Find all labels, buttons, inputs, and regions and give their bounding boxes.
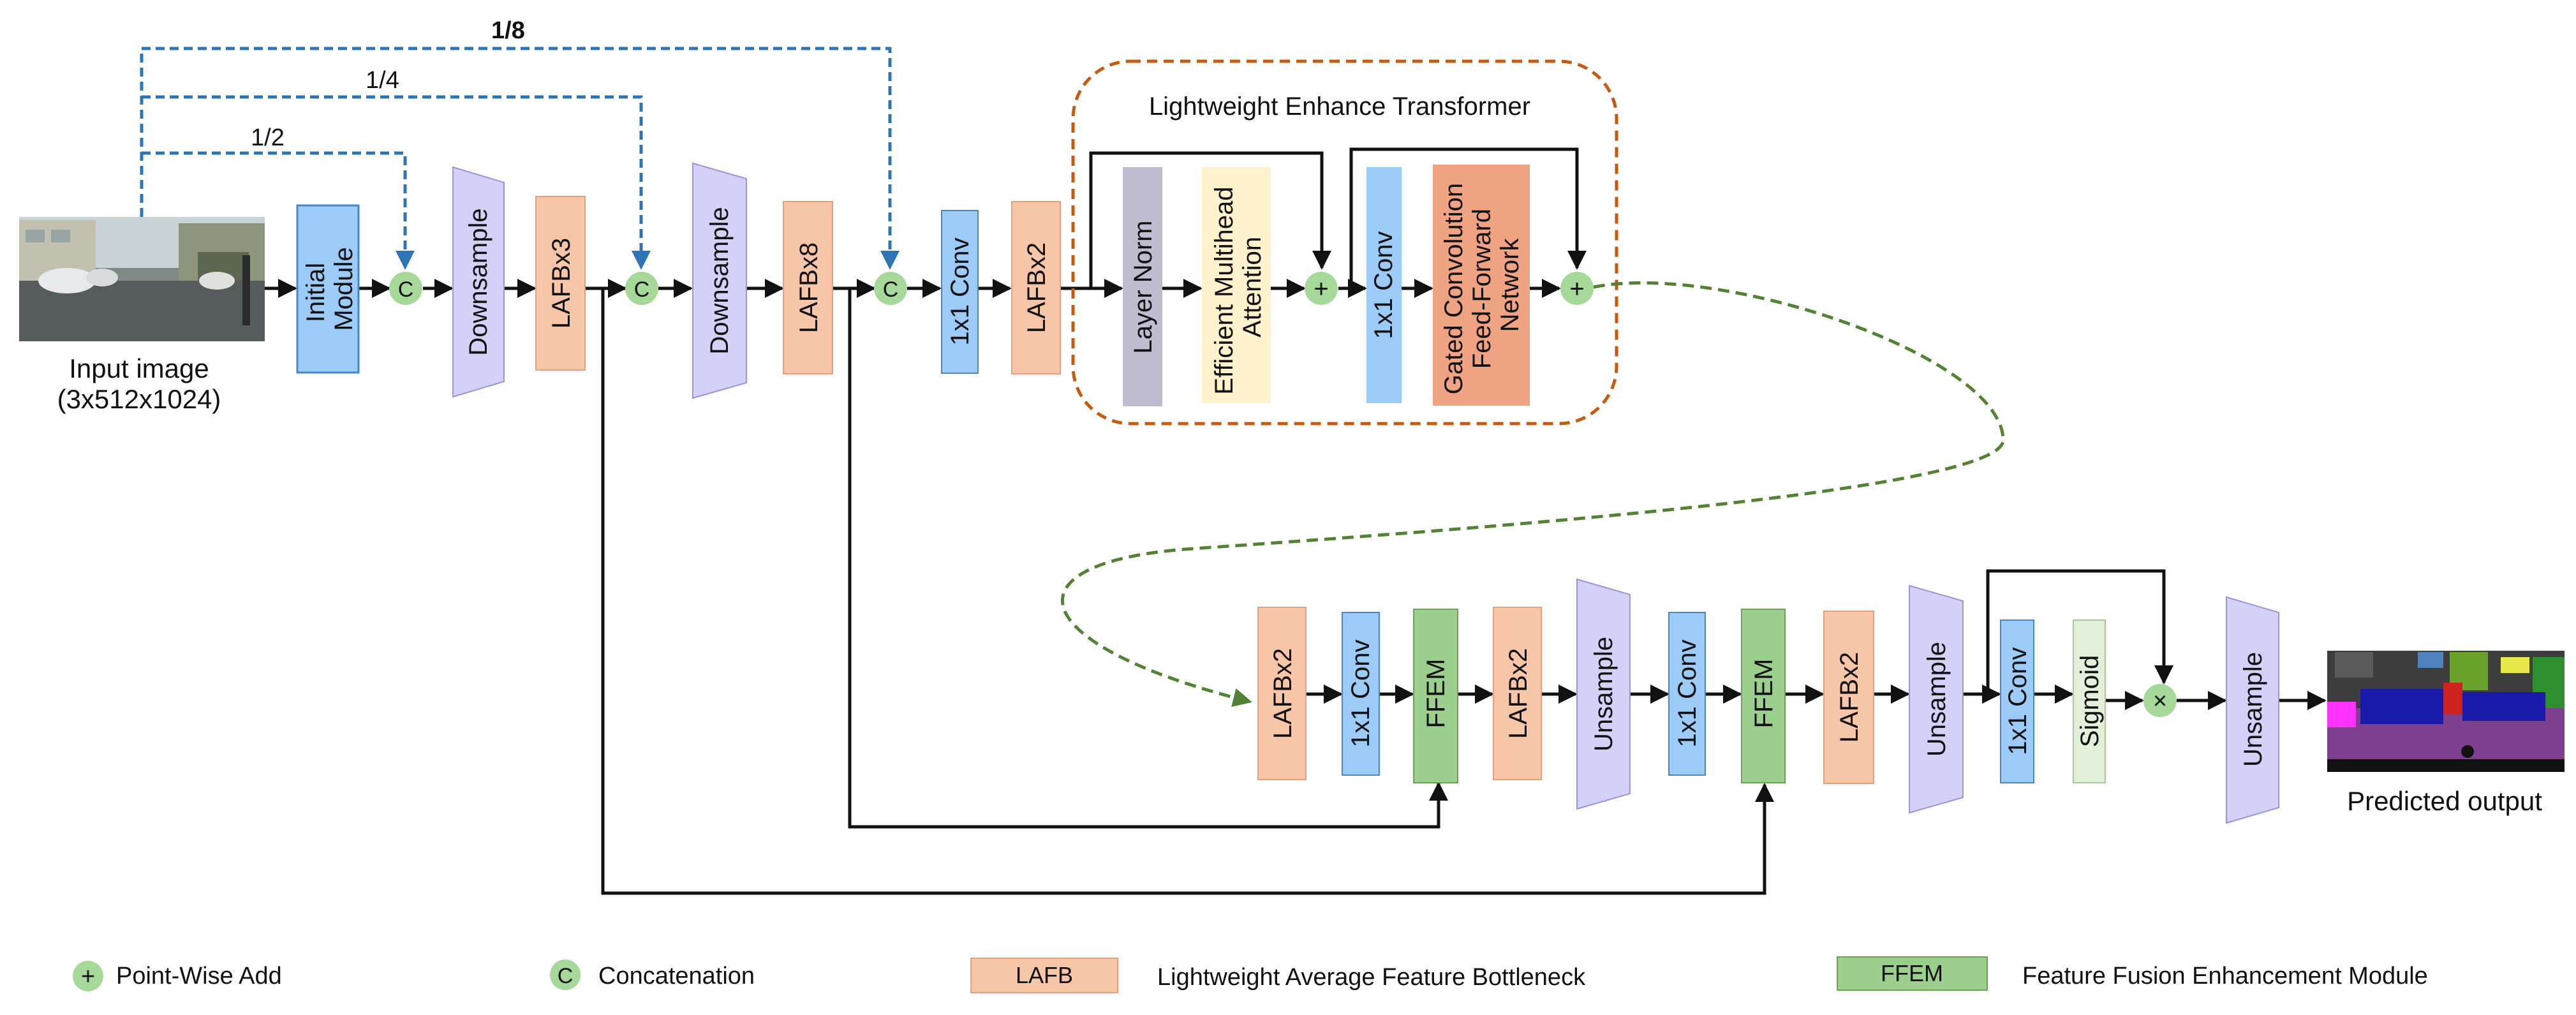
- legend-ffem-desc: Feature Fusion Enhancement Module: [2022, 963, 2428, 989]
- gcffn-line3: Network: [1496, 238, 1524, 332]
- svg-text:LAFB: LAFB: [1016, 962, 1073, 988]
- upsample-c-block: Unsample: [2226, 596, 2279, 824]
- decoder-conv-b-block: 1x1 Conv: [1668, 612, 1706, 776]
- skip-connections: [140, 47, 899, 270]
- attention-block: Efficient Multihead Attention: [1202, 167, 1271, 403]
- ffem-a-block: FFEM: [1413, 609, 1458, 783]
- decoder-lafb-b-label: LAFBx2: [1504, 648, 1532, 739]
- downsample-1-label: Downsample: [464, 208, 492, 355]
- sigmoid-block: Sigmoid: [2073, 619, 2106, 783]
- legend-concat-symbol: C: [550, 959, 581, 990]
- attention-line2: Attention: [1238, 237, 1266, 337]
- skip-label-quarter: 1/4: [366, 67, 399, 94]
- skip-line-quarter: [142, 95, 651, 270]
- legend-concat-label: Concatenation: [598, 963, 755, 989]
- svg-text:C: C: [883, 278, 899, 302]
- concat-node-1: C: [389, 272, 422, 305]
- svg-text:Efficient Multihead At: Efficient Multihead Attention: [1210, 179, 1266, 394]
- svg-text:+: +: [81, 963, 95, 990]
- predicted-output-image: [2327, 651, 2565, 772]
- ffem-b-block: FFEM: [1741, 609, 1786, 783]
- svg-text:C: C: [398, 278, 414, 302]
- decoder-arrows: [601, 288, 2327, 895]
- decoder-conv-a-label: 1x1 Conv: [1347, 640, 1375, 748]
- svg-text:C: C: [558, 964, 574, 988]
- svg-text:×: ×: [2153, 688, 2167, 715]
- encoder-conv-1x1-block: 1x1 Conv: [941, 210, 979, 374]
- legend-lafb-desc: Lightweight Average Feature Bottleneck: [1157, 964, 1586, 991]
- predicted-output-label: Predicted output: [2347, 786, 2542, 816]
- legend-lafb-swatch: LAFB: [970, 958, 1118, 993]
- decoder-lafb-b-block: LAFBx2: [1493, 607, 1542, 780]
- let-add-node-2: +: [1560, 272, 1594, 305]
- decoder-lafb-c-label: LAFBx2: [1835, 652, 1863, 743]
- legend-ffem-swatch: FFEM: [1837, 956, 1988, 991]
- upsample-c-label: Unsample: [2239, 652, 2267, 767]
- legend: + Point-Wise Add C Concatenation LAFB Li…: [73, 956, 2428, 993]
- skip-line-half: [142, 151, 415, 270]
- layer-norm-block: Layer Norm: [1123, 167, 1162, 406]
- skip-label-half: 1/2: [251, 124, 285, 151]
- upsample-a-block: Unsample: [1576, 578, 1631, 810]
- svg-text:+: +: [1569, 275, 1584, 303]
- decoder-conv-c-label: 1x1 Conv: [2004, 648, 2032, 755]
- skip-line-eighth: [140, 47, 899, 270]
- decoder-conv-a-block: 1x1 Conv: [1342, 612, 1380, 776]
- input-image-size: (3x512x1024): [57, 384, 221, 414]
- let-conv-label: 1x1 Conv: [1370, 232, 1398, 339]
- let-add-node-1: +: [1305, 272, 1338, 305]
- gcffn-line2: Feed-Forward: [1468, 209, 1496, 369]
- encoder-to-decoder-flow: [1061, 281, 2005, 707]
- initial-module-block: Initial Module: [296, 204, 360, 374]
- decoder-conv-b-label: 1x1 Conv: [1673, 640, 1701, 748]
- concat-node-2: C: [625, 272, 658, 305]
- upsample-b-block: Unsample: [1909, 584, 1964, 814]
- input-image-label: Input image: [69, 353, 209, 383]
- let-conv-1x1-block: 1x1 Conv: [1366, 167, 1402, 403]
- concat-node-3: C: [874, 272, 907, 305]
- downsample-block-2: Downsample: [692, 162, 747, 399]
- ffem-b-label: FFEM: [1750, 659, 1778, 729]
- initial-module-line1: Initial: [302, 263, 330, 322]
- svg-text:C: C: [634, 278, 650, 302]
- attention-line1: Efficient Multihead: [1210, 187, 1238, 395]
- legend-add-label: Point-Wise Add: [116, 963, 282, 989]
- decoder-lafb-a-label: LAFBx2: [1269, 648, 1297, 739]
- decoder-conv-c-block: 1x1 Conv: [2000, 619, 2034, 783]
- initial-module-line2: Module: [330, 247, 358, 330]
- svg-text:+: +: [1314, 275, 1328, 303]
- decoder-lafb-c-block: LAFBx2: [1823, 611, 1874, 784]
- skip-label-eighth: 1/8: [491, 17, 525, 44]
- let-title: Lightweight Enhance Transformer: [1149, 93, 1530, 121]
- downsample-2-label: Downsample: [706, 207, 734, 354]
- gcffn-block: Gated Convolution Feed-Forward Network: [1433, 165, 1530, 406]
- lafb-x8-block: LAFBx8: [783, 201, 833, 374]
- upsample-a-label: Unsample: [1590, 637, 1618, 752]
- decoder-lafb-a-block: LAFBx2: [1257, 607, 1307, 780]
- legend-add-symbol: +: [73, 961, 103, 991]
- encoder-conv-label: 1x1 Conv: [946, 238, 974, 346]
- lafb-x3-label: LAFBx3: [547, 238, 575, 329]
- ffem-a-label: FFEM: [1422, 659, 1450, 729]
- upsample-b-label: Unsample: [1923, 642, 1951, 757]
- encoder-lafb-x2-label: LAFBx2: [1023, 242, 1051, 333]
- layer-norm-label: Layer Norm: [1129, 221, 1157, 354]
- multiply-node: ×: [2143, 684, 2177, 717]
- downsample-block-1: Downsample: [452, 166, 505, 398]
- input-image: [19, 217, 265, 341]
- gcffn-line1: Gated Convolution: [1440, 183, 1468, 394]
- svg-text:Initial Module: Initial Module: [302, 247, 358, 330]
- svg-text:Gated Convolution Feed: Gated Convolution Feed-Forward Network: [1440, 176, 1524, 394]
- svg-text:FFEM: FFEM: [1881, 960, 1943, 986]
- lafb-x8-label: LAFBx8: [795, 242, 823, 333]
- lafb-x3-block: LAFBx3: [535, 196, 586, 371]
- let-module: Lightweight Enhance Transformer Layer No…: [1071, 59, 1618, 426]
- encoder-lafb-x2-block: LAFBx2: [1011, 201, 1061, 374]
- sigmoid-label: Sigmoid: [2076, 655, 2104, 748]
